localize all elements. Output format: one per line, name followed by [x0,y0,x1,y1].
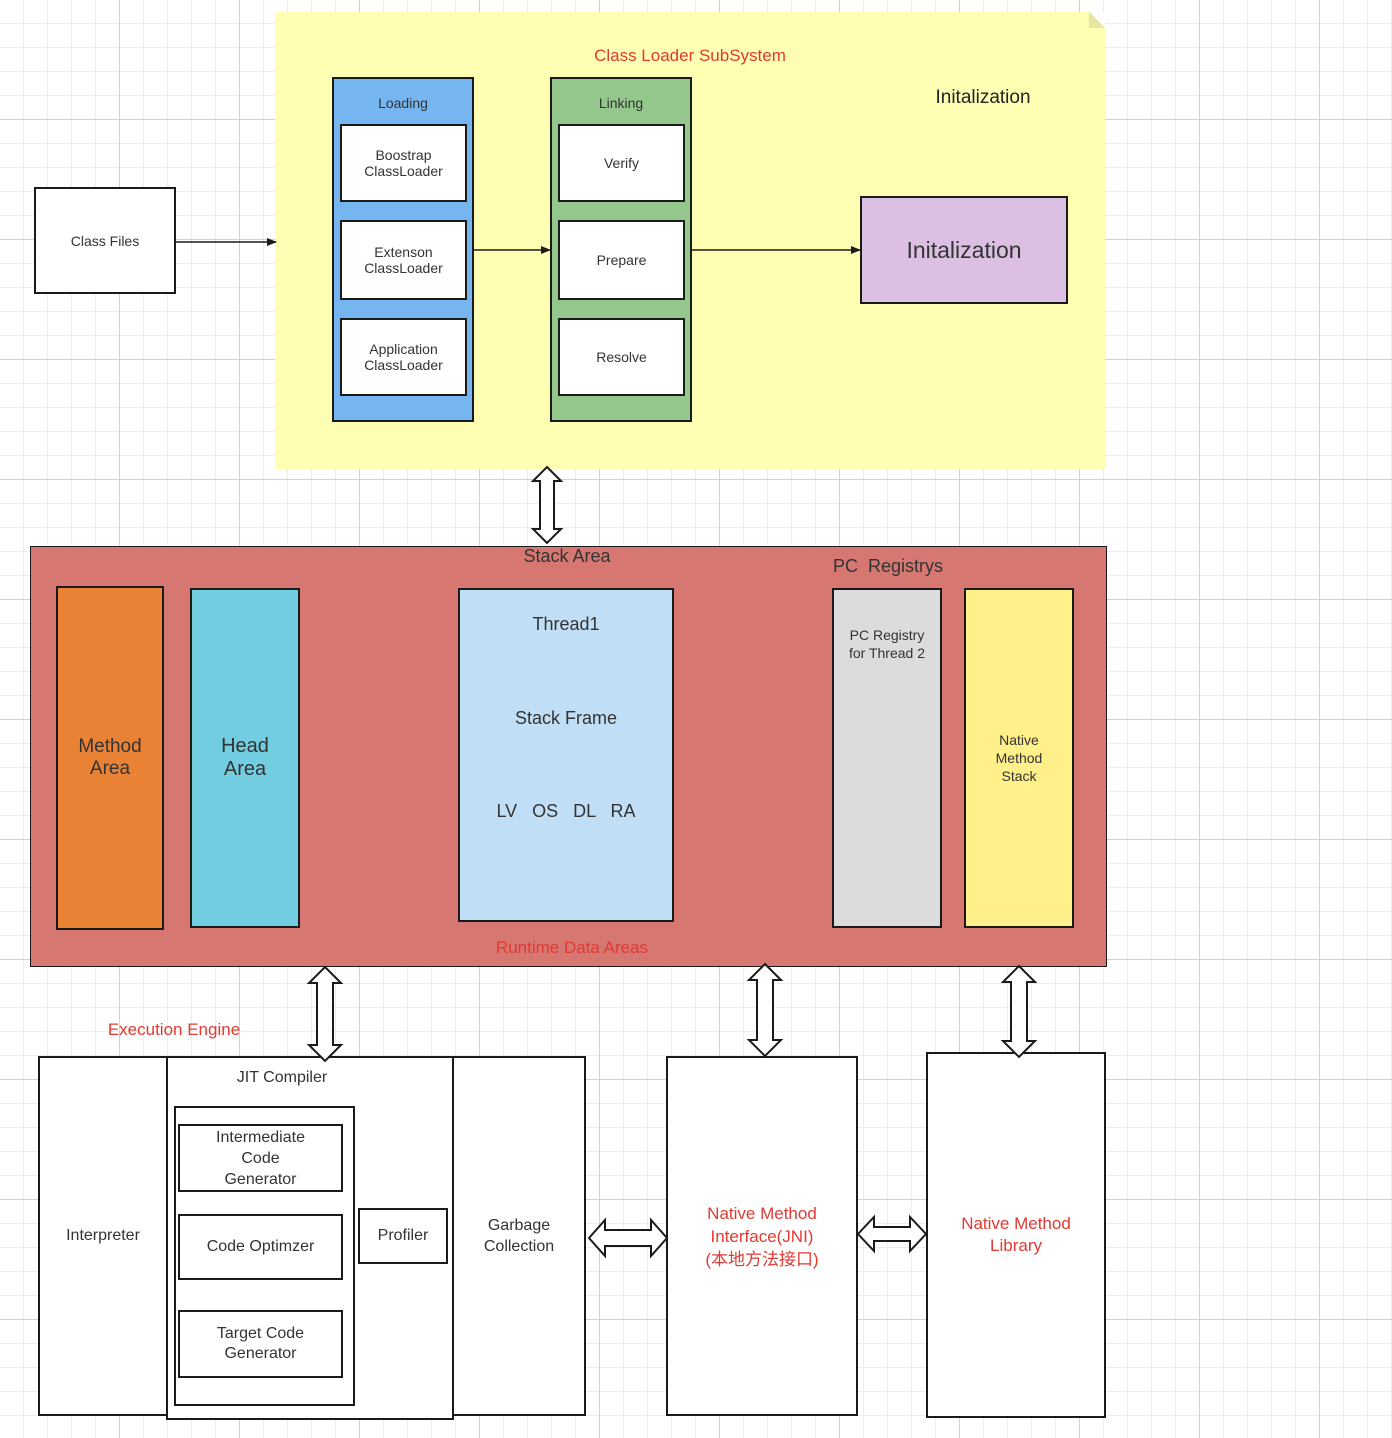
verify-box: Verify [558,124,685,202]
stack-area-label: Stack Area [523,546,611,566]
resolve-box: Resolve [558,318,685,396]
heap-area-box: Head Area [190,588,300,928]
note-fold-corner [1089,12,1105,28]
application-classloader-box: Application ClassLoader [340,318,467,396]
loading-label: Loading [378,95,428,111]
native-method-library-box: Native Method Library [926,1052,1106,1418]
pc-registry-label: PC Registry for Thread 2 [848,627,925,661]
double-arrow-runtime-execution [306,965,344,1063]
prepare-box: Prepare [558,220,685,300]
runtime-data-areas-title: Runtime Data Areas [495,938,649,957]
double-arrow-loader-runtime [530,465,564,545]
pc-registry-box [832,588,942,928]
linking-label: Linking [598,95,644,111]
intermediate-code-generator-box: Intermediate Code Generator [178,1124,343,1192]
class-loader-title: Class Loader SubSystem [594,46,786,65]
double-arrow-jni-library [856,1214,928,1254]
execution-engine-title: Execution Engine [107,1020,241,1039]
extension-classloader-box: Extenson ClassLoader [340,220,467,300]
stack-frame-label: Stack Frame [514,708,618,728]
pc-registrys-label: PC Registrys [832,556,944,576]
garbage-collection-box: Garbage Collection [452,1056,586,1416]
method-area-box: Method Area [56,586,164,930]
flow-arrows [176,238,861,254]
code-optimizer-box: Code Optimzer [178,1214,343,1280]
double-arrow-runtime-jni [746,962,784,1058]
stack-frame-parts: LV OS DL RA [496,801,636,821]
double-arrow-runtime-library [1000,964,1038,1059]
double-arrows [306,465,1038,1259]
class-files-box: Class Files [34,187,176,294]
thread1-title: Thread1 [532,614,600,634]
double-arrow-gc-jni [587,1217,669,1259]
profiler-box: Profiler [358,1208,448,1264]
initialization-box: Initalization [860,196,1068,304]
target-code-generator-box: Target Code Generator [178,1310,343,1378]
jit-compiler-title: JIT Compiler [236,1069,328,1086]
interpreter-box: Interpreter [38,1056,168,1416]
thread1-stack-box [458,588,674,922]
bootstrap-classloader-box: Boostrap ClassLoader [340,124,467,202]
native-method-stack-box: Native Method Stack [964,588,1074,928]
class-loader-heading: Initalization [935,87,1031,108]
native-method-interface-box: Native Method Interface(JNI) (本地方法接口) [666,1056,858,1416]
